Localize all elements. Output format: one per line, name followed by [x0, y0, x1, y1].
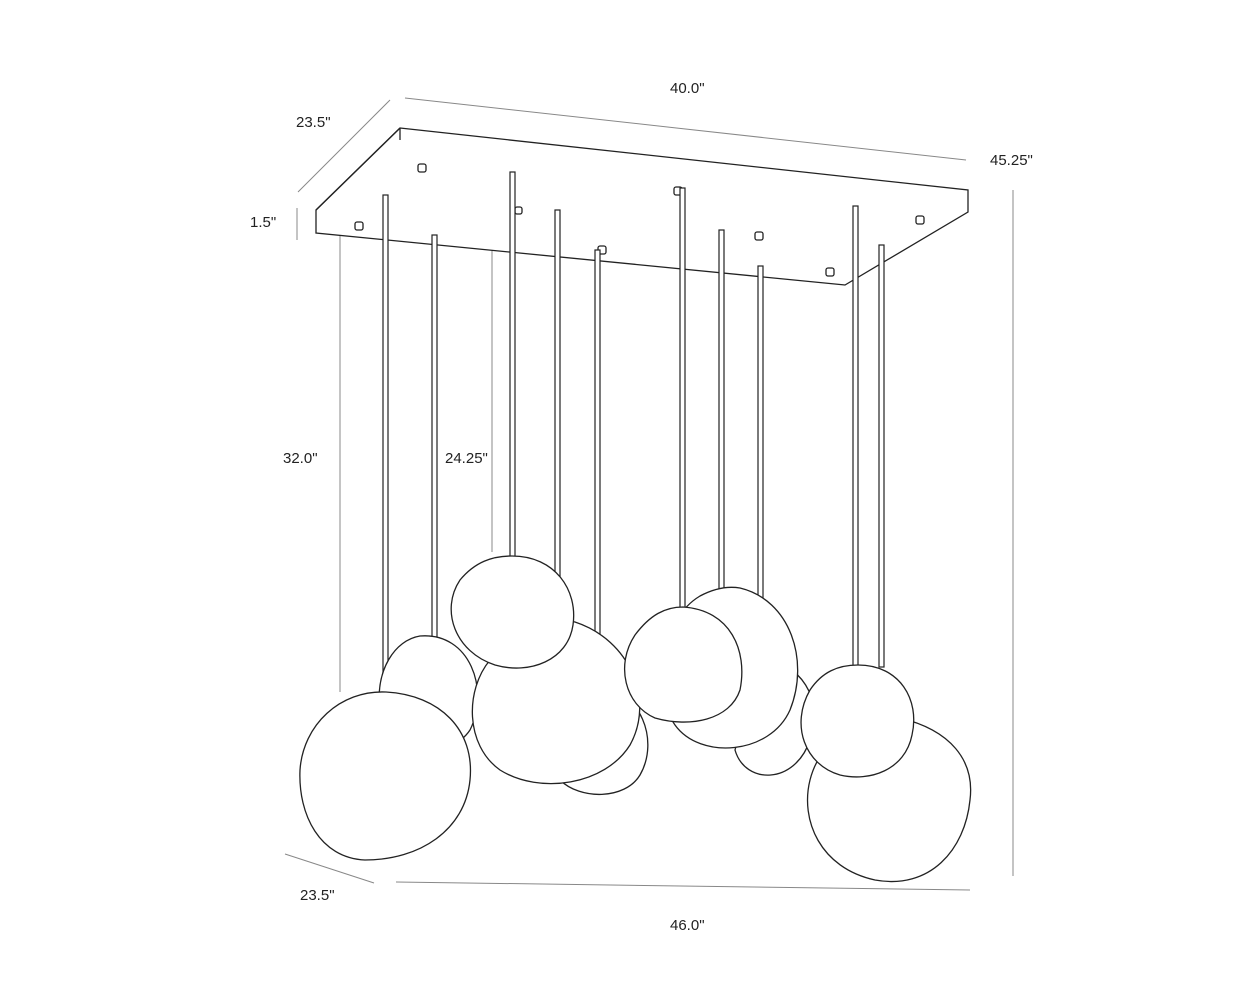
dim-line-bottom-width — [395, 881, 971, 891]
label-bottom-depth: 23.5" — [300, 887, 335, 904]
label-top-depth: 23.5" — [296, 114, 331, 131]
globe — [450, 555, 575, 669]
globe — [800, 664, 915, 778]
dim-line-top-depth — [297, 99, 391, 193]
label-short-drop: 24.25" — [445, 450, 488, 467]
dim-line-top-width — [404, 97, 967, 161]
label-overall-height: 45.25" — [990, 152, 1033, 169]
canopy-plate — [315, 127, 969, 286]
label-long-drop: 32.0" — [283, 450, 318, 467]
label-top-width: 40.0" — [670, 80, 705, 97]
globe — [299, 691, 472, 861]
label-bottom-width: 46.0" — [670, 917, 705, 934]
globe — [623, 606, 743, 723]
dim-line-bottom-depth — [284, 853, 375, 884]
glass-globes — [299, 555, 972, 883]
label-canopy-height: 1.5" — [250, 214, 277, 231]
